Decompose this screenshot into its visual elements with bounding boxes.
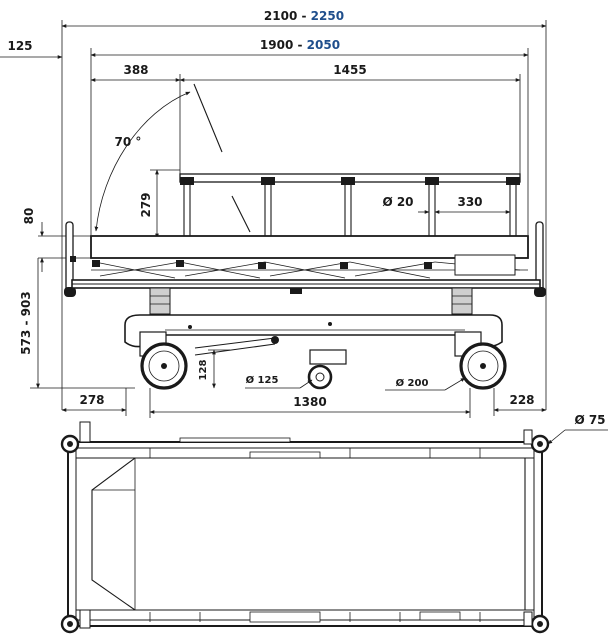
dim-tilt-angle: 70 ° (94, 83, 251, 233)
castor-offset-right-label: 228 (509, 393, 534, 407)
tube-diameter-label: Ø 20 (382, 195, 413, 209)
mattress-thickness-label: 80 (22, 208, 36, 225)
dim-center-wheel-height: 128 (198, 349, 230, 389)
dim-center-wheel-diameter: Ø 125 (245, 374, 313, 389)
top-view: Ø 75 (60, 413, 608, 634)
dim-bumper-diameter: Ø 75 (547, 413, 608, 445)
side-rail (179, 173, 521, 236)
dim-wheelbase: 1380 (149, 388, 471, 418)
center-wheel-diameter-label: Ø 125 (246, 374, 279, 386)
overall-length-base: 2100 - (264, 9, 311, 23)
dim-rail-length: 1455 (179, 63, 521, 178)
mattress-length-base: 1900 - (260, 38, 307, 52)
base-chassis (124, 314, 503, 356)
foot-end (534, 221, 546, 297)
top-rail-details (79, 421, 481, 629)
head-end (64, 221, 76, 297)
tilt-angle-label: 70 ° (115, 135, 142, 149)
headboard-offset-label: 125 (7, 39, 32, 53)
bumper-diameter-label: Ø 75 (574, 413, 605, 427)
svg-text:2100 - 2250: 2100 - 2250 (264, 9, 344, 23)
wheelbase-label: 1380 (293, 395, 326, 409)
center-wheel (307, 349, 347, 390)
bed-frame (71, 254, 541, 294)
dim-headboard-offset: 125 (0, 39, 63, 59)
castor-offset-left-label: 278 (79, 393, 104, 407)
castor-diameter-label: Ø 200 (396, 377, 429, 389)
dim-castor-diameter: Ø 200 (385, 377, 466, 391)
dim-overall-length: 2100 - 2250 (61, 9, 547, 410)
dim-post-spacing: 330 (434, 195, 511, 214)
dim-mattress-thickness: 80 (22, 208, 91, 272)
center-wheel-height-label: 128 (198, 360, 209, 381)
svg-text:1900 - 2050: 1900 - 2050 (260, 38, 340, 52)
dim-height-range: 573 - 903 (19, 258, 135, 389)
dim-rail-gap: 388 (90, 63, 181, 178)
rail-gap-label: 388 (123, 63, 148, 77)
castor-left (139, 331, 188, 390)
corner-bumpers (60, 429, 550, 634)
dim-tube-diameter: Ø 20 (382, 195, 430, 214)
side-view: 2100 - 2250 125 1900 - 2050 388 1455 (0, 9, 547, 418)
rail-height-label: 279 (139, 192, 153, 217)
post-spacing-label: 330 (457, 195, 482, 209)
height-range-label: 573 - 903 (19, 291, 33, 354)
dim-castor-offset-right: 228 (493, 388, 547, 416)
lift-columns (149, 287, 473, 315)
rail-length-label: 1455 (333, 63, 366, 77)
dim-castor-offset-left: 278 (61, 388, 127, 416)
mattress (90, 235, 529, 259)
overall-length-alt: 2250 (311, 9, 344, 23)
castor-right (454, 331, 507, 390)
mattress-length-alt: 2050 (307, 38, 340, 52)
dim-rail-height: 279 (139, 169, 180, 239)
